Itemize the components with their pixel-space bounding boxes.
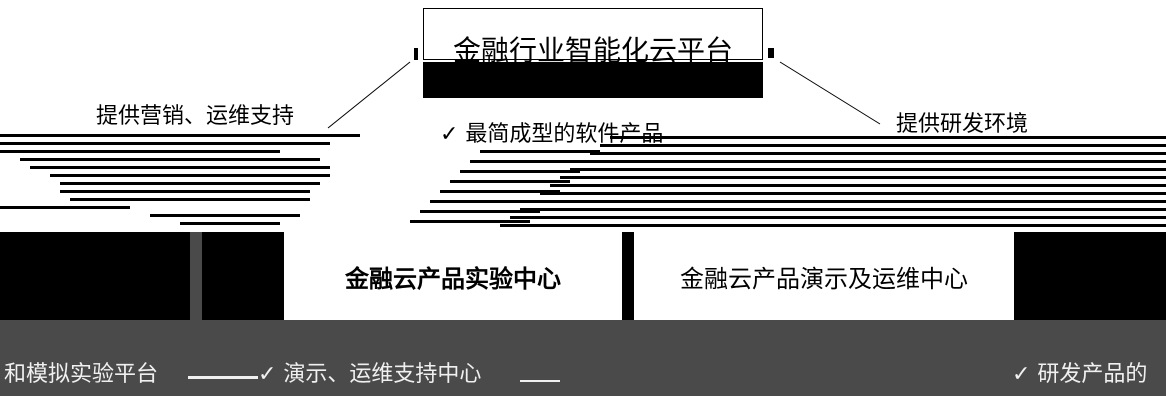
product-label: ✓ 最简成型的软件产品 — [440, 122, 664, 147]
left-tick — [414, 48, 418, 60]
lab-center-box: 金融云产品实验中心 — [284, 232, 622, 320]
center-gap — [622, 232, 634, 320]
center-band-left — [0, 232, 190, 320]
center-band-right — [1014, 232, 1166, 320]
bottom-underline — [520, 380, 560, 382]
bottom-left-text: 和模拟实验平台 — [4, 362, 159, 387]
left-connector — [327, 61, 411, 129]
bottom-connector-line — [188, 376, 258, 379]
right-tick — [768, 48, 774, 58]
left-support-label: 提供营销、运维支持 — [96, 104, 295, 129]
platform-title-underbar — [423, 62, 763, 98]
right-dev-label: 提供研发环境 — [896, 112, 1029, 137]
center-band-divider — [190, 232, 202, 320]
bottom-right-text: ✓ 研发产品的 — [1012, 362, 1148, 387]
demo-center-box: 金融云产品演示及运维中心 — [634, 232, 1014, 320]
demo-center-label: 金融云产品演示及运维中心 — [680, 264, 968, 293]
bottom-band — [0, 320, 1166, 396]
right-connector — [779, 61, 881, 125]
platform-title-box: 金融行业智能化云平台 — [423, 8, 763, 65]
lab-center-label: 金融云产品实验中心 — [345, 264, 561, 293]
bottom-middle-text: ✓ 演示、运维支持中心 — [258, 362, 482, 387]
platform-title: 金融行业智能化云平台 — [452, 34, 733, 67]
center-band-mid — [202, 232, 284, 320]
